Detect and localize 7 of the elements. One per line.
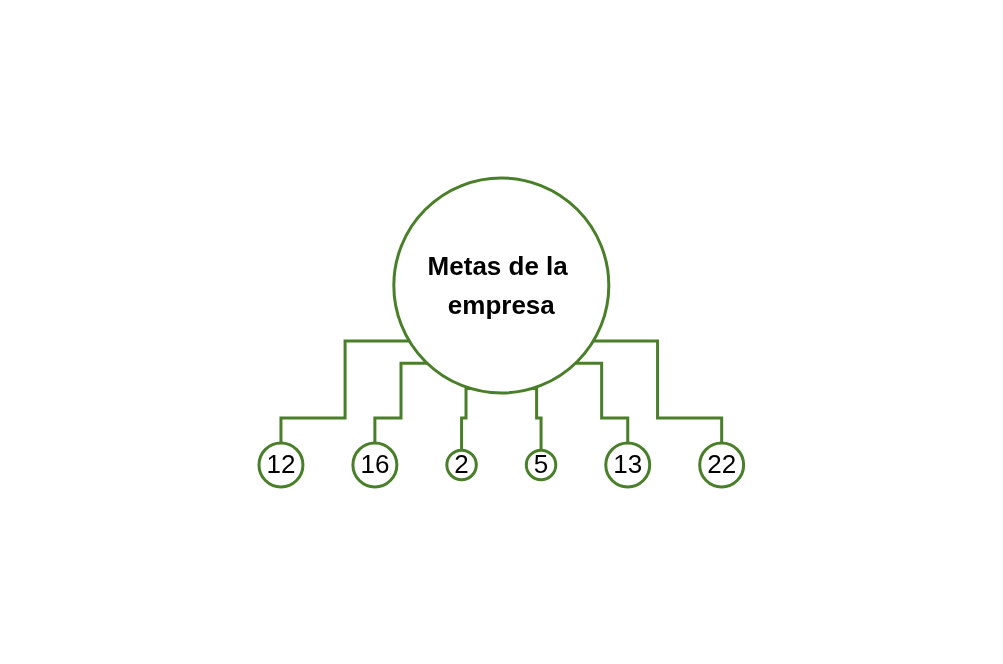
node-circle: 22 — [698, 441, 746, 488]
node-circle: 5 — [525, 448, 558, 481]
node-circle: 12 — [257, 441, 305, 488]
node-circle: 16 — [351, 441, 399, 488]
node-circle: 13 — [604, 441, 652, 488]
node-circle: 2 — [445, 448, 478, 481]
node-circle: Metas de la empresa — [392, 176, 611, 395]
